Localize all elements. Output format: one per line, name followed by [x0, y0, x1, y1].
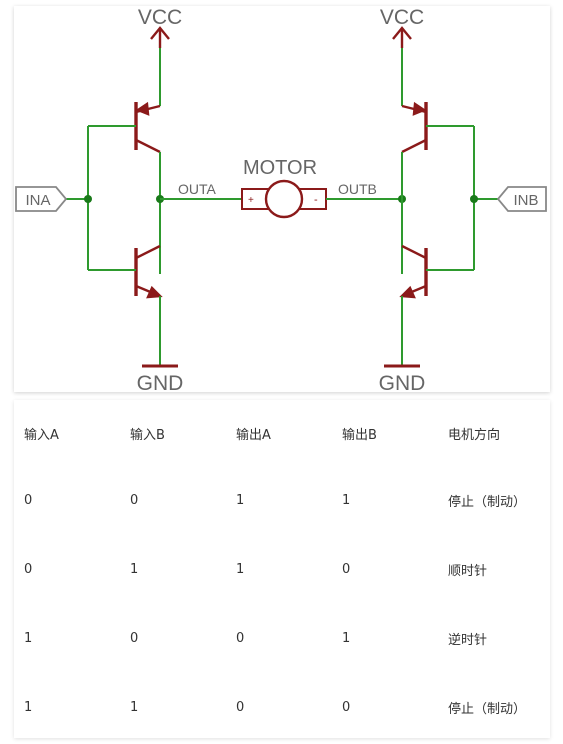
inb-label: INB: [513, 192, 538, 209]
cell-input-b: 1: [130, 700, 139, 715]
cell-input-a: 1: [24, 631, 33, 646]
header-input-a: 输入A: [24, 427, 59, 443]
motor-label: MOTOR: [243, 157, 317, 179]
truth-table-panel: 输入A 输入B 输出A 输出B 电机方向 0 0 1 1 停止（制动） 0 1 …: [14, 400, 550, 738]
gnd-label-right: GND: [379, 372, 426, 392]
truth-table: 输入A 输入B 输出A 输出B 电机方向 0 0 1 1 停止（制动） 0 1 …: [14, 400, 550, 742]
vcc-arrow-left: [150, 26, 170, 48]
motor-plus-label: +: [248, 195, 254, 206]
transistor-upper-right: [401, 101, 428, 154]
cell-output-b: 0: [342, 562, 351, 577]
cell-input-a: 0: [24, 493, 33, 508]
table-header-row: 输入A 输入B 输出A 输出B 电机方向: [14, 400, 550, 466]
header-output-a: 输出A: [236, 427, 271, 443]
cell-output-a: 0: [236, 631, 245, 646]
h-bridge-diagram: VCC INA GND OUTA: [14, 6, 550, 392]
cell-input-a: 1: [24, 700, 33, 715]
transistor-lower-left: [134, 244, 163, 299]
transistor-lower-right: [399, 244, 428, 299]
top-strip: [0, 0, 563, 8]
inb-tag: [496, 186, 547, 212]
h-bridge-schematic: VCC INA GND OUTA: [15, 6, 547, 392]
cell-input-b: 0: [130, 493, 139, 508]
vcc-label-right: VCC: [380, 6, 424, 29]
header-output-b: 输出B: [342, 427, 377, 443]
node-inb: [470, 195, 478, 203]
gnd-label-left: GND: [137, 372, 184, 392]
table-row: 1 1 0 0 停止（制动）: [14, 673, 550, 742]
motor-symbol: [241, 179, 327, 219]
vcc-label-left: VCC: [138, 6, 182, 29]
outa-label: OUTA: [178, 181, 217, 197]
vcc-arrow-right: [392, 26, 412, 48]
cell-motor-direction: 停止（制动）: [448, 702, 527, 717]
ina-tag: [15, 186, 68, 212]
cell-output-b: 1: [342, 631, 351, 646]
table-row: 0 0 1 1 停止（制动）: [14, 466, 550, 535]
table-row: 0 1 1 0 顺时针: [14, 535, 550, 604]
cell-output-b: 0: [342, 700, 351, 715]
cell-motor-direction: 逆时针: [448, 633, 488, 648]
transistor-upper-left: [134, 101, 161, 154]
node-ina: [84, 195, 92, 203]
motor-minus-label: -: [314, 194, 318, 206]
cell-motor-direction: 顺时针: [448, 564, 488, 579]
outb-label: OUTB: [338, 181, 377, 197]
cell-output-b: 1: [342, 493, 351, 508]
cell-output-a: 0: [236, 700, 245, 715]
cell-input-b: 0: [130, 631, 139, 646]
header-input-b: 输入B: [130, 427, 165, 443]
cell-input-b: 1: [130, 562, 139, 577]
ina-label: INA: [25, 192, 50, 209]
cell-input-a: 0: [24, 562, 33, 577]
cell-motor-direction: 停止（制动）: [448, 495, 527, 510]
cell-output-a: 1: [236, 493, 245, 508]
header-motor-direction: 电机方向: [448, 427, 501, 443]
cell-output-a: 1: [236, 562, 245, 577]
table-row: 1 0 0 1 逆时针: [14, 604, 550, 673]
